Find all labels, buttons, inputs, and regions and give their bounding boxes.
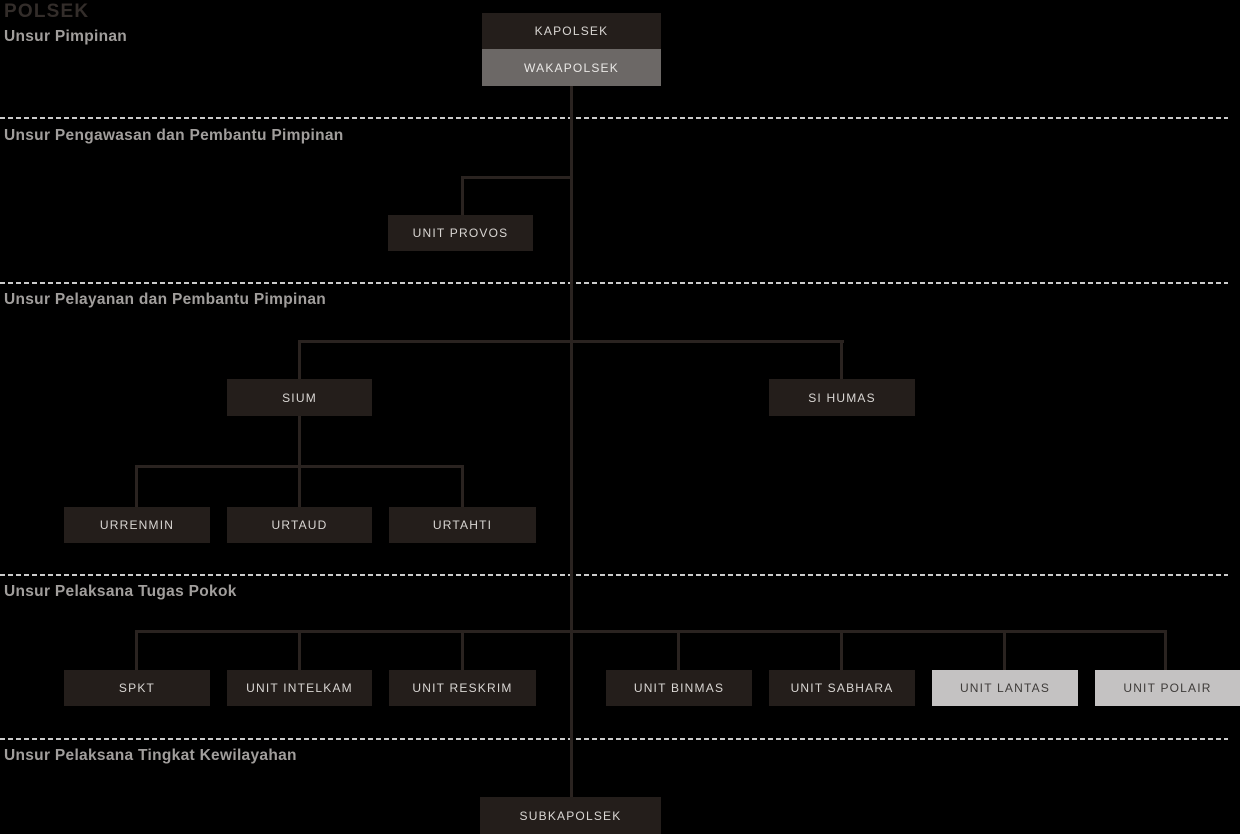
- section-label-pelaksana-pokok: Unsur Pelaksana Tugas Pokok: [4, 583, 237, 600]
- section-label-pimpinan: Unsur Pimpinan: [4, 28, 128, 45]
- node-unit-provos: UNIT PROVOS: [388, 215, 533, 251]
- node-sium: SIUM: [227, 379, 372, 416]
- connector-polair-drop: [1164, 630, 1167, 670]
- section-divider: [0, 282, 1228, 284]
- connector-pelayanan-horizontal: [298, 340, 844, 343]
- node-si-humas: SI HUMAS: [769, 379, 915, 416]
- connector-lantas-drop: [1003, 630, 1006, 670]
- node-wakapolsek: WAKAPOLSEK: [482, 49, 661, 86]
- connector-spkt-drop: [135, 630, 138, 670]
- connector-urrenmin-drop: [135, 465, 138, 507]
- connector-intelkam-drop: [298, 630, 301, 670]
- page-title: POLSEK: [4, 1, 90, 22]
- node-unit-binmas: UNIT BINMAS: [606, 670, 752, 706]
- connector-urtahti-drop: [461, 465, 464, 507]
- connector-sabhara-drop: [840, 630, 843, 670]
- connector-urtaud-drop: [298, 465, 301, 507]
- section-label-kewilayahan: Unsur Pelaksana Tingkat Kewilayahan: [4, 747, 297, 764]
- node-urrenmin: URRENMIN: [64, 507, 210, 543]
- node-unit-intelkam: UNIT INTELKAM: [227, 670, 372, 706]
- node-urtaud: URTAUD: [227, 507, 372, 543]
- connector-trunk: [570, 86, 573, 797]
- node-unit-lantas: UNIT LANTAS: [932, 670, 1078, 706]
- connector-binmas-drop: [677, 630, 680, 670]
- section-divider: [0, 738, 1228, 740]
- node-unit-polair: UNIT POLAIR: [1095, 670, 1240, 706]
- connector-reskrim-drop: [461, 630, 464, 670]
- section-divider: [0, 574, 1228, 576]
- node-kapolsek: KAPOLSEK: [482, 13, 661, 49]
- connector-pokok-horizontal: [135, 630, 1167, 633]
- section-label-pengawasan: Unsur Pengawasan dan Pembantu Pimpinan: [4, 127, 344, 144]
- node-unit-sabhara: UNIT SABHARA: [769, 670, 915, 706]
- section-divider: [0, 117, 1228, 119]
- connector-provos-horizontal: [461, 176, 573, 179]
- node-urtahti: URTAHTI: [389, 507, 536, 543]
- section-label-pelayanan: Unsur Pelayanan dan Pembantu Pimpinan: [4, 291, 327, 308]
- connector-sium-drop: [298, 340, 301, 379]
- node-subkapolsek: SUBKAPOLSEK: [480, 797, 661, 834]
- node-unit-reskrim: UNIT RESKRIM: [389, 670, 536, 706]
- connector-provos-drop: [461, 176, 464, 215]
- connector-sihumas-drop: [840, 340, 843, 379]
- node-spkt: SPKT: [64, 670, 210, 706]
- connector-sium-stem: [298, 416, 301, 467]
